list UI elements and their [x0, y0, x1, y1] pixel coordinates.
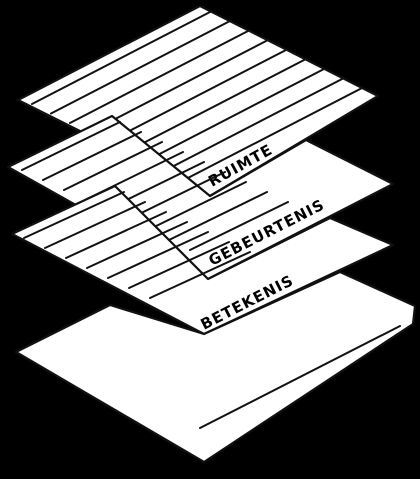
layered-diagram: RUIMTE GEBEURTENIS BETEKENIS TOTAAL — [0, 0, 420, 479]
